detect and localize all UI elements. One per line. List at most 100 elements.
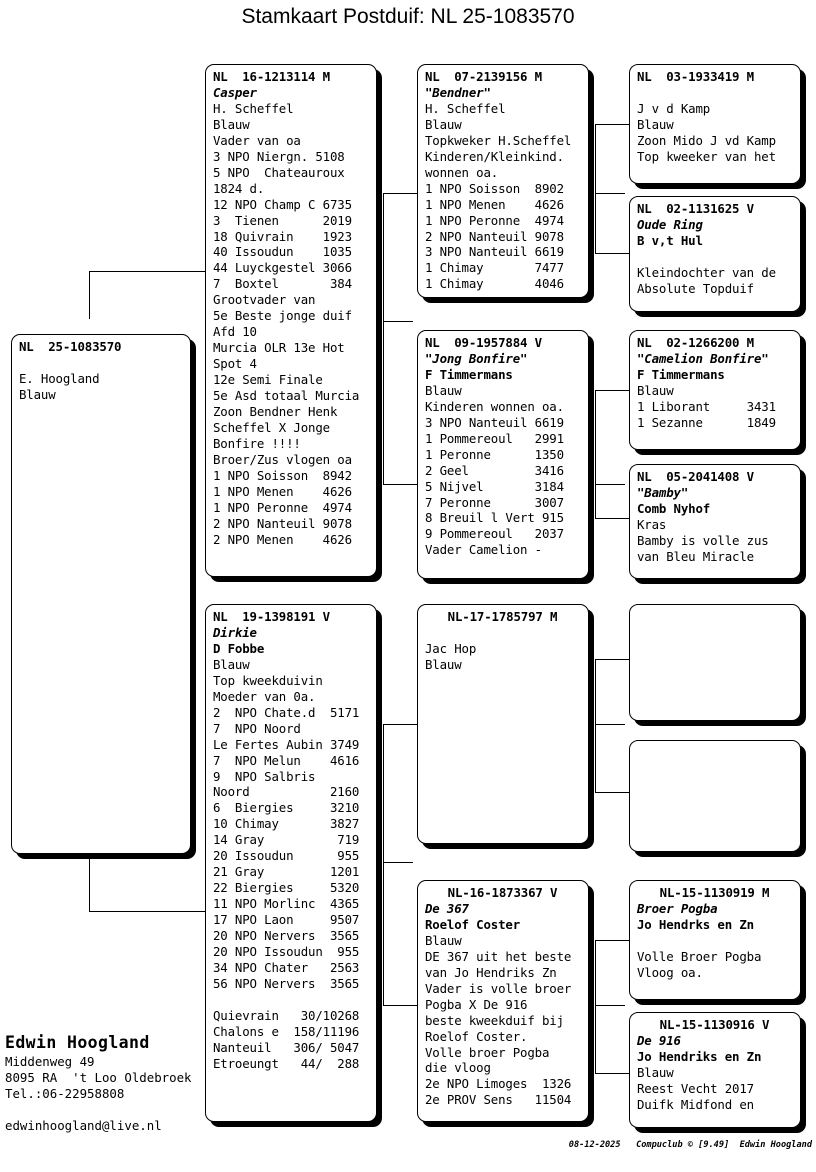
pigeon-ring-number: NL-15-1130919 M: [659, 885, 770, 900]
pigeon-name: Broer Pogba: [637, 900, 718, 916]
connector-dam-stem: [383, 862, 413, 864]
pigeon-detail-line: Etroeungt 44/ 288: [213, 1055, 360, 1071]
connector-g2b-stem: [595, 484, 625, 486]
pigeon-detail-line: [637, 249, 800, 265]
connector-gen2-4-in: [383, 1005, 417, 1007]
pigeon-detail-line: 1 Chimay 4046: [425, 276, 564, 292]
pigeon-detail-line: 17 NPO Laon 9507: [213, 912, 360, 928]
connector-g3-6-in: [595, 792, 629, 794]
pigeon-detail-line: Grootvader van: [213, 292, 316, 308]
pigeon-detail-line: wonnen oa.: [425, 164, 499, 180]
pigeon-detail-line: 44 Luyckgestel 3066: [213, 260, 352, 276]
connector-g2c-stem: [595, 724, 625, 726]
pigeon-detail-line: Quievrain 30/10268: [213, 1007, 360, 1023]
pigeon-breeder: F Timmermans: [425, 366, 513, 382]
owner-address-line1: Middenweg 49: [5, 1054, 95, 1069]
pigeon-detail-line: 1 Peronne 1350: [425, 446, 564, 462]
pigeon-detail-line: [19, 355, 190, 371]
pigeon-detail-line: Noord 2160: [213, 784, 360, 800]
pigeon-detail-line: Le Fertes Aubin 3749: [213, 736, 360, 752]
pigeon-detail-line: die vloog: [425, 1060, 491, 1076]
pigeon-detail-line: 1 NPO Peronne 4974: [425, 212, 564, 228]
footer-owner: Edwin Hoogland: [739, 1140, 812, 1150]
pigeon-detail-line: 11 NPO Morlinc 4365: [213, 896, 360, 912]
pigeon-detail-line: Bonfire !!!!: [213, 435, 301, 451]
connector-g3-8-in: [595, 1073, 629, 1075]
pigeon-box-gen3-6-empty[interactable]: [629, 740, 801, 852]
pigeon-detail-line: Top kweekduivin: [213, 672, 323, 688]
pigeon-detail-line: E. Hoogland: [19, 370, 100, 386]
pigeon-detail-line: Duifk Midfond en: [637, 1096, 754, 1112]
pigeon-detail-line: van Bleu Miracle: [637, 548, 754, 564]
pigeon-detail-line: Jac Hop: [425, 640, 477, 656]
pigeon-box-gen2-2[interactable]: NL 09-1957884 V"Jong Bonfire"F Timmerman…: [417, 330, 589, 579]
pigeon-detail-line: 3 Tienen 2019: [213, 212, 352, 228]
connector-subject-sire-horizontal: [89, 271, 205, 273]
pigeon-detail-line: Afd 10: [213, 324, 257, 340]
pigeon-detail-line: 1 Pommereoul 2991: [425, 430, 564, 446]
pigeon-breeder: Roelof Coster: [425, 916, 521, 932]
owner-block: Edwin Hoogland Middenweg 49 8095 RA 't L…: [5, 1032, 205, 1134]
pigeon-breeder: Jo Hendriks en Zn: [637, 1048, 762, 1064]
pigeon-ring-number: NL 19-1398191 V: [213, 609, 330, 624]
pigeon-detail-line: Moeder van 0a.: [213, 688, 316, 704]
pigeon-detail-line: [425, 625, 588, 641]
pigeon-name: "Camelion Bonfire": [637, 350, 769, 366]
pigeon-detail-line: Blauw: [425, 116, 462, 132]
pigeon-detail-line: 1 NPO Soisson 8942: [213, 467, 352, 483]
connector-subject-dam-vertical: [89, 854, 91, 912]
pigeon-box-gen3-3[interactable]: NL 02-1266200 M"Camelion Bonfire"F Timme…: [629, 330, 801, 450]
connector-g2a-stem: [595, 193, 625, 195]
pigeon-detail-line: Topkweker H.Scheffel: [425, 132, 572, 148]
pigeon-detail-line: 7 NPO Melun 4616: [213, 752, 360, 768]
pigeon-detail-line: 56 NPO Nervers 3565: [213, 975, 360, 991]
pigeon-name: "Bendner": [425, 84, 491, 100]
pigeon-ring-number: NL-16-1873367 V: [447, 885, 558, 900]
pigeon-detail-line: Vader is volle broer: [425, 980, 572, 996]
pigeon-detail-line: Pogba X De 916: [425, 996, 528, 1012]
pigeon-detail-line: Roelof Coster.: [425, 1028, 528, 1044]
connector-sire-stem: [383, 321, 413, 323]
pigeon-detail-line: Zoon Bendner Henk: [213, 404, 338, 420]
connector-sire-bracket: [383, 193, 385, 485]
pigeon-detail-line: Vloog oa.: [637, 964, 703, 980]
pigeon-detail-line: 2 NPO Menen 4626: [213, 531, 352, 547]
pigeon-detail-line: 6 Biergies 3210: [213, 800, 360, 816]
pigeon-detail-line: Blauw: [425, 932, 462, 948]
pigeon-ring-number: NL 09-1957884 V: [425, 335, 542, 350]
pigeon-detail-line: Kinderen/Kleinkind.: [425, 148, 564, 164]
pigeon-detail-line: Bamby is volle zus: [637, 532, 769, 548]
pigeon-breeder: D Fobbe: [213, 640, 265, 656]
pigeon-detail-line: [637, 85, 800, 101]
pigeon-detail-line: [637, 933, 800, 949]
pigeon-name: "Bamby": [637, 484, 689, 500]
pigeon-detail-line: Vader Camelion -: [425, 542, 542, 558]
owner-address-line2: 8095 RA 't Loo Oldebroek: [5, 1070, 192, 1085]
pigeon-detail-line: Blauw: [637, 116, 674, 132]
connector-g3-3-in: [595, 390, 629, 392]
pigeon-detail-line: DE 367 uit het beste: [425, 948, 572, 964]
connector-g2a-bracket: [595, 124, 597, 254]
pigeon-detail-line: Volle broer Pogba: [425, 1044, 550, 1060]
pigeon-detail-line: 5 Nijvel 3184: [425, 478, 564, 494]
connector-g2d-bracket: [595, 940, 597, 1074]
pigeon-ring-number: NL 25-1083570: [19, 339, 122, 354]
pigeon-detail-line: 1 NPO Soisson 8902: [425, 180, 564, 196]
pigeon-box-gen3-5-empty[interactable]: [629, 604, 801, 721]
pigeon-detail-line: Blauw: [637, 1064, 674, 1080]
pigeon-detail-line: 1 Sezanne 1849: [637, 414, 776, 430]
owner-email[interactable]: edwinhoogland@live.nl: [5, 1118, 162, 1133]
connector-subject-dam-horizontal: [89, 911, 205, 913]
